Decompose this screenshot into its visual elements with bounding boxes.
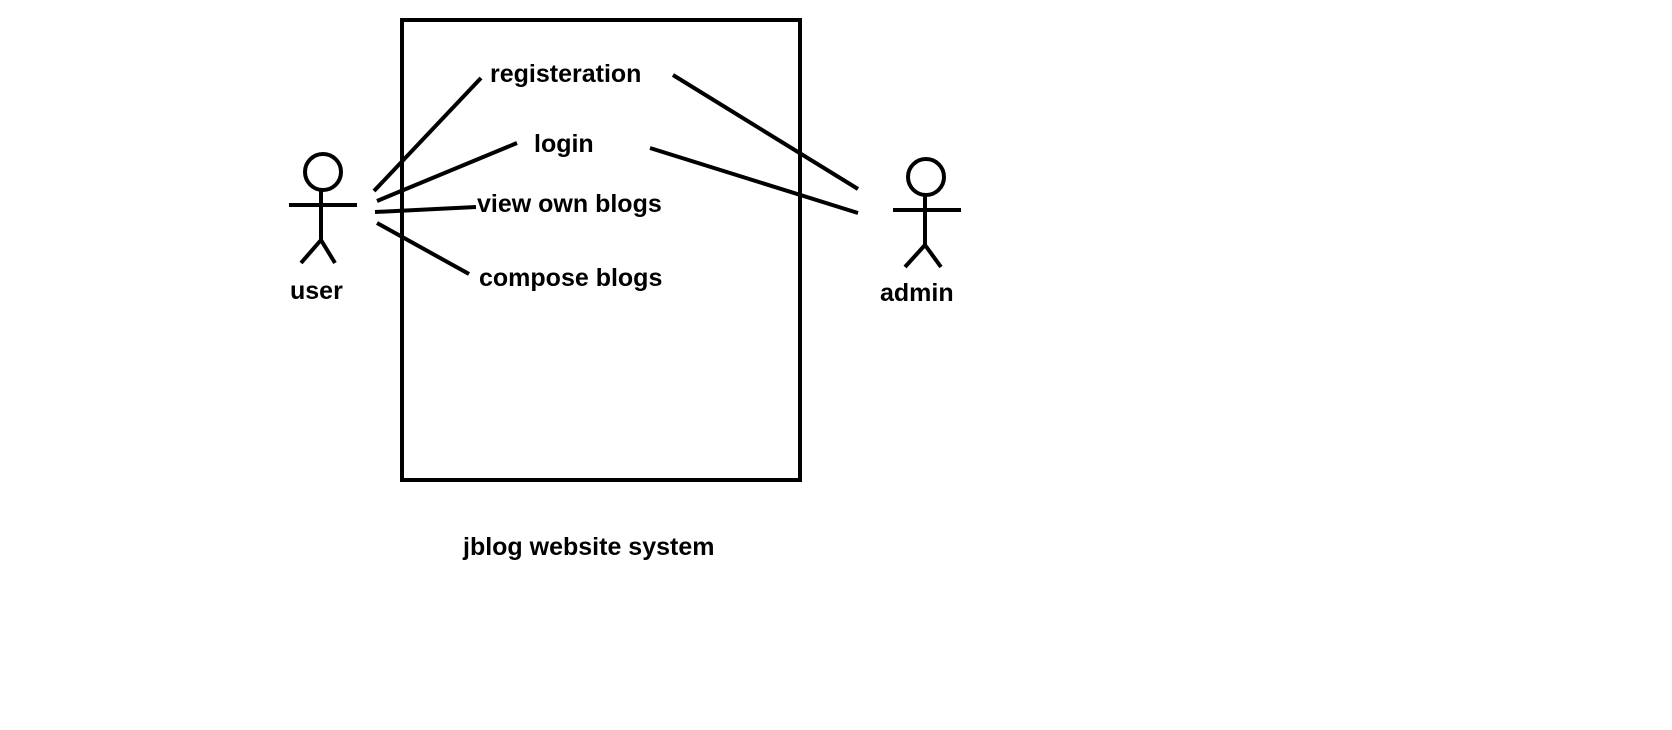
use-case-compose-blogs: compose blogs bbox=[479, 264, 662, 292]
admin-login-association bbox=[649, 146, 859, 215]
user-actor-icon bbox=[289, 152, 357, 265]
admin-actor-label: admin bbox=[880, 279, 954, 307]
user-compose-blogs-association bbox=[376, 221, 470, 276]
user-view-own-blogs-association bbox=[374, 205, 477, 214]
use-case-login: login bbox=[534, 130, 594, 158]
use-case-view-own-blogs: view own blogs bbox=[477, 190, 662, 218]
user-registration-association bbox=[372, 76, 483, 193]
system-boundary bbox=[400, 18, 802, 482]
use-case-registration: registeration bbox=[490, 60, 641, 88]
system-label: jblog website system bbox=[462, 533, 714, 561]
user-actor-label: user bbox=[290, 277, 343, 305]
admin-registration-association bbox=[671, 73, 860, 191]
user-login-association bbox=[376, 141, 518, 203]
admin-actor-icon bbox=[893, 157, 961, 269]
